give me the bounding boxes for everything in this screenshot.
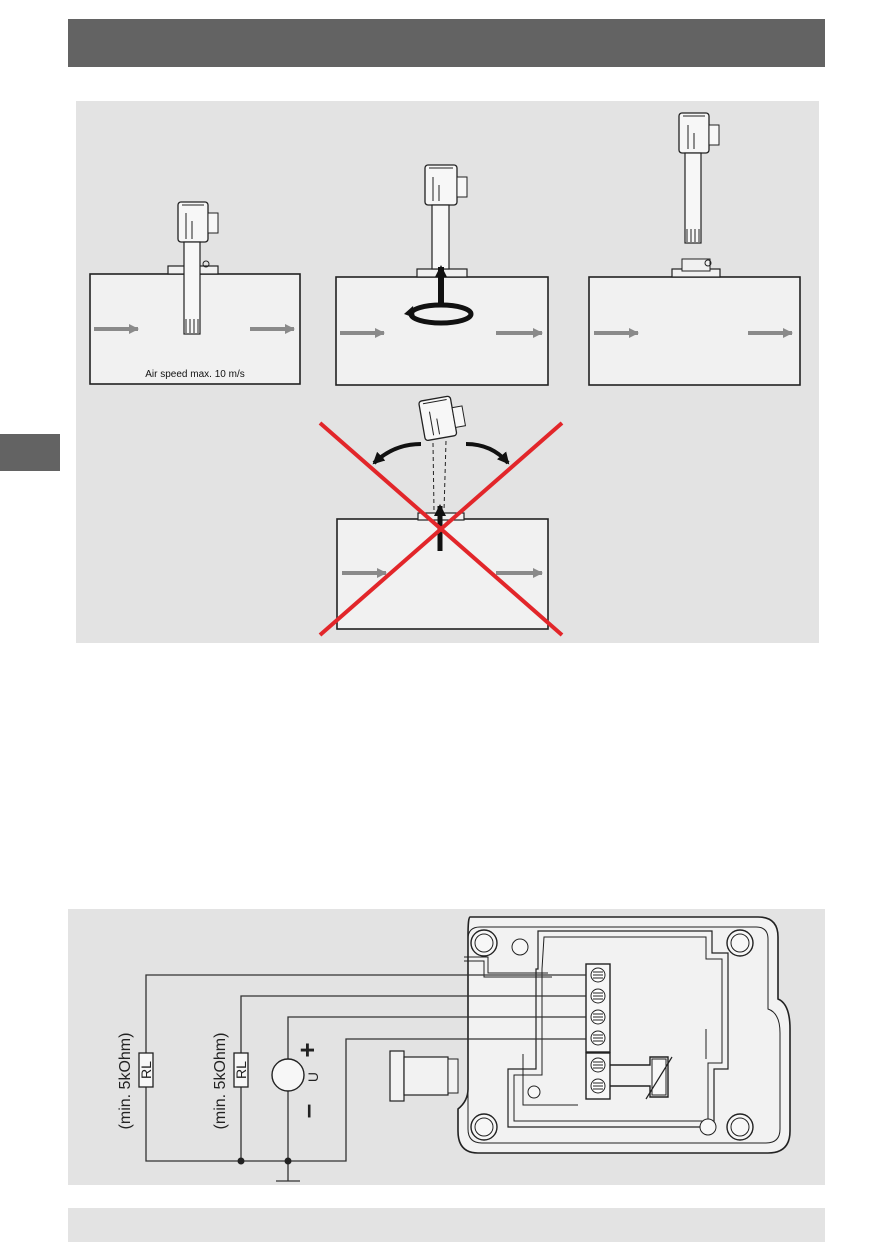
supply-minus-sign: – [292,1104,322,1118]
terminal-housing [458,917,790,1153]
load-requirement-label-1: (min. 5kOhm) [117,1033,134,1130]
power-supply-symbol [272,1059,304,1091]
header-bar [68,19,825,67]
panel-correct-installation: Air speed max. 10 m/s [90,202,300,384]
panel-incorrect-installation [320,394,562,635]
supply-plus-sign: + [292,1042,322,1057]
load-requirement-label-2: (min. 5kOhm) [212,1033,229,1130]
supply-voltage-label: U [305,1072,321,1082]
air-speed-label: Air speed max. 10 m/s [145,369,244,380]
panel-flange-only [589,113,800,385]
section-tab-marker [0,434,60,471]
panel-mounting-step [336,165,548,385]
resistor-2-label: RL [233,1061,249,1079]
junction-dot-1 [238,1158,245,1165]
installation-figure: Air speed max. 10 m/s [76,101,819,643]
terminal-block-output [586,964,610,1052]
resistor-1-label: RL [138,1061,154,1079]
wiring-figure: RL (min. 5kOhm) RL (min. 5kOhm) U + – [68,909,825,1185]
footer-bar [68,1208,825,1242]
junction-dot-2 [285,1158,292,1165]
cable-gland [390,1051,458,1101]
